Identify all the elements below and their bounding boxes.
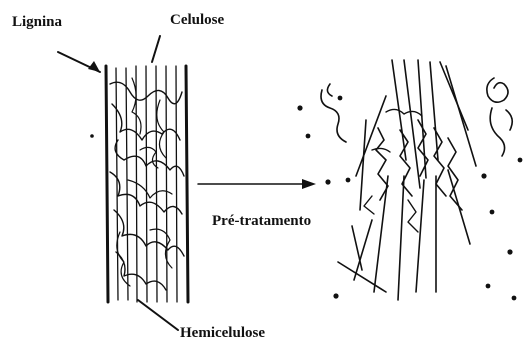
free-polymer-curls [321, 78, 512, 156]
label-hemicelulose: Hemicelulose [180, 325, 265, 341]
label-pre-tratamento: Pré-tratamento [212, 213, 311, 229]
disrupted-fiber [90, 60, 522, 300]
label-celulose: Celulose [170, 12, 225, 28]
scattered-particles [90, 96, 522, 301]
process-arrow [198, 179, 316, 189]
separated-cellulose-fibrils [338, 60, 476, 300]
intact-fiber [106, 66, 188, 302]
label-lignina: Lignina [12, 14, 63, 30]
